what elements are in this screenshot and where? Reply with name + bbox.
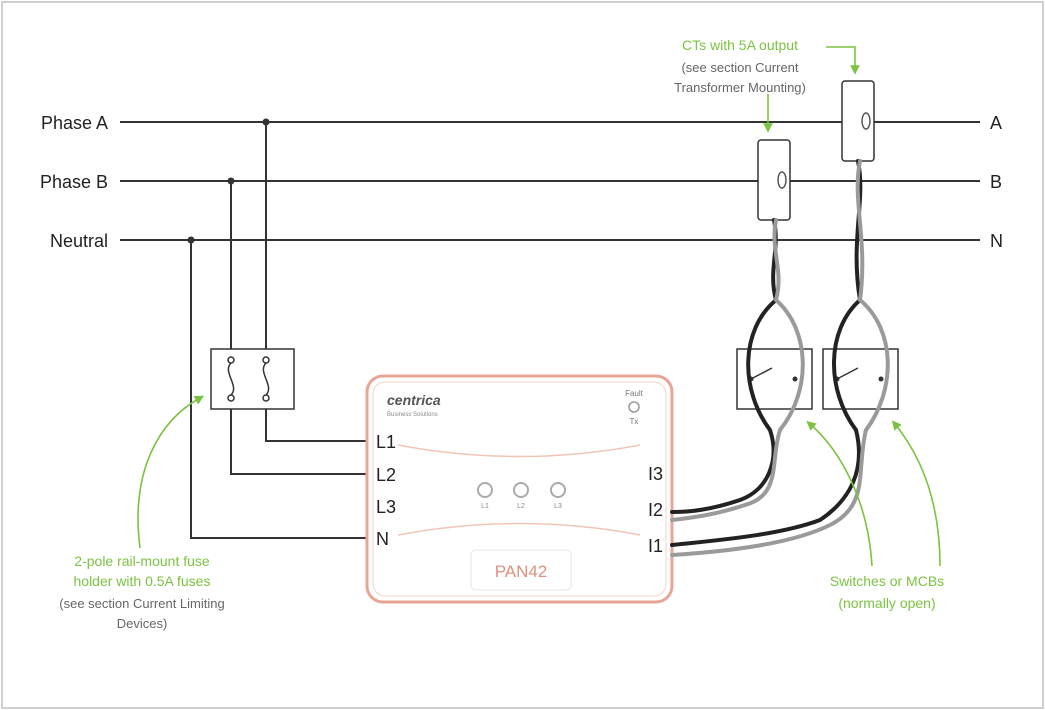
switch-arrow-1 <box>806 420 873 567</box>
model-box <box>470 549 572 591</box>
phase-b-end-label: B <box>990 172 1002 192</box>
switch-arrow-2 <box>891 420 941 567</box>
ct-a <box>841 80 875 162</box>
neutral-label: Neutral <box>50 231 108 251</box>
fault-label: Fault <box>625 389 644 398</box>
terminal-l1: L1 <box>376 432 396 452</box>
led-l3 <box>550 482 566 498</box>
led-l2 <box>513 482 529 498</box>
led-l1 <box>477 482 493 498</box>
ct-b-lead-gray <box>670 218 805 522</box>
phase-b-label: Phase B <box>40 172 108 192</box>
ct-leads <box>670 159 890 557</box>
wire-l1 <box>265 403 372 442</box>
ct-input-i2: I2 <box>648 500 663 520</box>
terminal-l3: L3 <box>376 497 396 517</box>
led-l2-label: L2 <box>517 503 525 510</box>
meter-device: centrica Business Solutions Fault Tx L1 … <box>365 374 674 604</box>
fuse-icon <box>227 362 235 396</box>
tx-label: Tx <box>630 417 639 426</box>
led-l3-label: L3 <box>554 503 562 510</box>
ct-arrow-2 <box>826 46 860 75</box>
supply-wires <box>190 122 372 539</box>
wire-l2 <box>230 403 372 475</box>
ct-b <box>757 139 791 221</box>
phase-a-label: Phase A <box>41 113 108 133</box>
annotation-arrows <box>137 46 941 567</box>
terminal-n: N <box>376 529 389 549</box>
ct-input-i3: I3 <box>648 464 663 484</box>
model-label: PAN42 <box>495 562 548 581</box>
ct-input-i1: I1 <box>648 536 663 556</box>
switch-annotation-2: (normally open) <box>838 595 935 611</box>
ct-a-lead-gray <box>670 159 890 557</box>
terminal-l2: L2 <box>376 465 396 485</box>
ct-annotation-title: CTs with 5A output <box>682 37 798 53</box>
fuse-annotation-note-2: Devices) <box>117 616 168 631</box>
fuse-annotation-title-2: holder with 0.5A fuses <box>74 573 211 589</box>
neutral-end-label: N <box>990 231 1003 251</box>
switch-annotation-1: Switches or MCBs <box>830 573 944 589</box>
fuse-annotation-note-1: (see section Current Limiting <box>59 596 224 611</box>
wire-n <box>190 240 372 539</box>
brand-logo: centrica <box>387 392 441 408</box>
led-l1-label: L1 <box>481 503 489 510</box>
device-curve-top <box>397 444 641 458</box>
device-curve-bottom <box>397 522 641 536</box>
ct-annotation-note-2: Transformer Mounting) <box>674 80 806 95</box>
fuse-icon <box>262 362 270 396</box>
brand-subtitle: Business Solutions <box>387 412 438 418</box>
ct-b-lead-dark <box>670 218 779 514</box>
fault-led <box>628 401 640 413</box>
fuse-arrow <box>137 395 205 549</box>
phase-a-end-label: A <box>990 113 1002 133</box>
fuse-holder <box>210 348 295 410</box>
ct-annotation-note-1: (see section Current <box>681 60 798 75</box>
ct-a-lead-dark <box>670 159 863 547</box>
fuse-annotation-title-1: 2-pole rail-mount fuse <box>74 553 210 569</box>
